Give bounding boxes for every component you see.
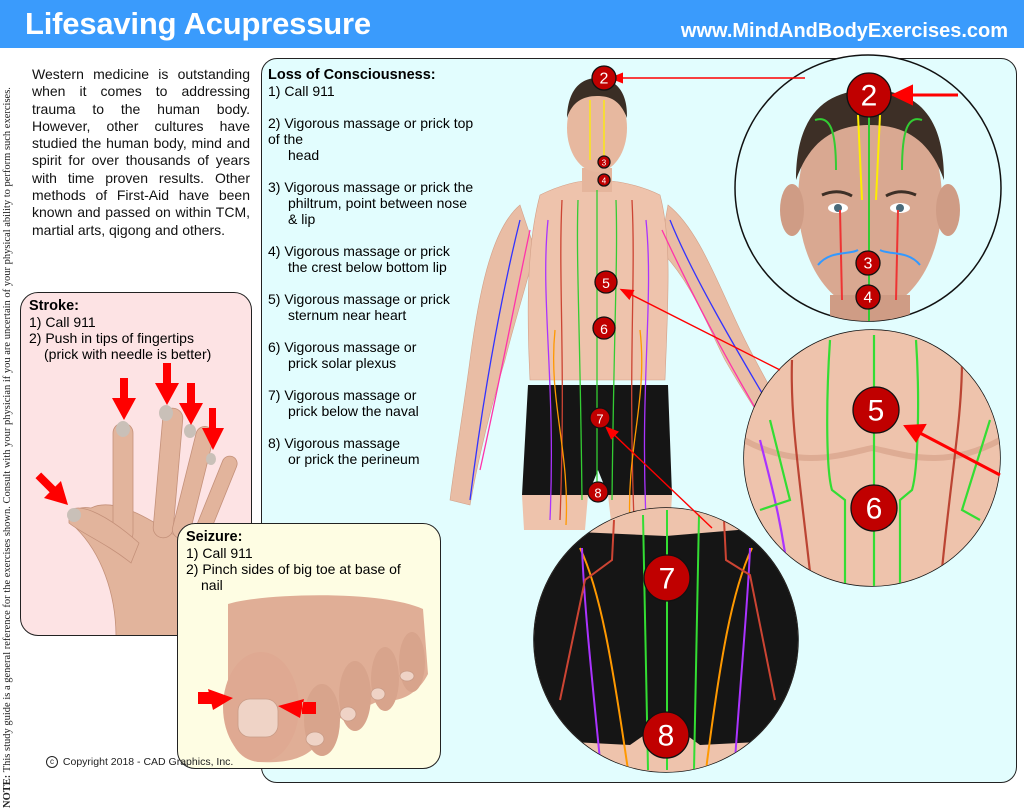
stroke-step-2: 2) Push in tips of fingertips xyxy=(29,330,194,346)
point-circle xyxy=(589,407,611,429)
seizure-step-2-cont: nail xyxy=(201,577,223,593)
arrow-thumb xyxy=(35,472,69,506)
point-label: 2 xyxy=(861,80,878,113)
point-label: 6 xyxy=(866,493,883,526)
seizure-step-2: 2) Pinch sides of big toe at base of xyxy=(186,561,401,577)
loss-of-consciousness-instructions: Loss of Consciousness: 1) Call 911 2) Vi… xyxy=(268,67,508,467)
point-circle xyxy=(643,554,691,602)
leader-lines xyxy=(604,72,805,529)
loc-step-5: 5) Vigorous massage or prick sternum nea… xyxy=(268,291,450,323)
point-marker-6-chest-zoom: 6 xyxy=(850,484,898,532)
point-circle xyxy=(597,155,611,169)
header-banner: Lifesaving Acupressure www.MindAndBodyEx… xyxy=(0,0,1024,48)
acupressure-illustration: 2 3 4 5 6 7 8 2 3 4 5 6 7 8 xyxy=(449,54,1002,773)
arrow-toe-right xyxy=(278,699,316,718)
stroke-panel: Stroke: 1) Call 911 2) Push in tips of f… xyxy=(20,292,252,636)
foot-illustration xyxy=(198,595,428,763)
loc-step-2: 2) Vigorous massage or prick top of the … xyxy=(268,115,474,163)
point-label: 2 xyxy=(600,71,609,88)
point-circle xyxy=(852,386,900,434)
point-circle xyxy=(594,270,618,294)
point-circle xyxy=(591,65,617,91)
point-marker-3-head-zoom: 3 xyxy=(855,250,881,276)
point-marker-4-head-zoom: 4 xyxy=(855,284,881,310)
loc-step-3: 3) Vigorous massage or prick the philtru… xyxy=(268,179,474,227)
loc-heading: Loss of Consciousness: xyxy=(268,67,436,83)
point-label: 7 xyxy=(596,412,603,427)
point-circle xyxy=(846,72,892,118)
leader-line-7 xyxy=(604,426,713,529)
pelvis-zoom-circle xyxy=(533,507,799,773)
point-marker-8-body: 8 xyxy=(587,481,609,503)
page-title: Lifesaving Acupressure xyxy=(25,6,371,41)
head-zoom-circle xyxy=(734,54,1002,322)
intro-paragraph: Western medicine is outstanding when it … xyxy=(32,66,250,238)
copyright-icon: c xyxy=(46,756,58,769)
arrow-toe-left xyxy=(198,689,233,710)
website-url[interactable]: www.MindAndBodyExercises.com xyxy=(680,20,1008,42)
point-label: 3 xyxy=(864,256,873,273)
acupressure-points: 2 3 4 5 6 7 8 2 3 4 5 6 7 8 xyxy=(587,65,900,759)
seizure-step-1: 1) Call 911 xyxy=(186,545,253,561)
loc-step-8: 8) Vigorous massage or prick the perineu… xyxy=(268,435,420,467)
hand-illustration xyxy=(35,363,238,635)
stroke-step-2-note: (prick with needle is better) xyxy=(44,346,212,362)
point-marker-3-body: 3 xyxy=(597,155,611,169)
point-marker-5-body: 5 xyxy=(594,270,618,294)
arrow-ring-finger xyxy=(179,383,203,425)
stroke-instructions: Stroke: 1) Call 911 2) Push in tips of f… xyxy=(29,298,211,362)
copyright-notice: c Copyright 2018 - CAD Graphics, Inc. xyxy=(46,756,234,769)
point-circle xyxy=(587,481,609,503)
arrow-chest-zoom-5 xyxy=(917,430,1001,477)
point-label: 8 xyxy=(594,486,601,501)
arrow-middle-finger xyxy=(155,363,179,405)
point-circle xyxy=(597,173,611,187)
loc-step-4: 4) Vigorous massage or prick the crest b… xyxy=(268,243,450,275)
stroke-step-1: 1) Call 911 xyxy=(29,314,96,330)
point-circle xyxy=(642,711,690,759)
point-marker-2-head-zoom: 2 xyxy=(846,72,892,118)
point-label: 5 xyxy=(868,395,885,428)
point-marker-8-pelvis-zoom: 8 xyxy=(642,711,690,759)
point-marker-2-body: 2 xyxy=(591,65,617,91)
point-circle xyxy=(850,484,898,532)
point-circle xyxy=(855,284,881,310)
point-label: 8 xyxy=(658,720,675,753)
point-circle xyxy=(592,316,616,340)
point-label: 5 xyxy=(602,275,610,291)
arrow-little-finger xyxy=(202,408,224,450)
copyright-text: Copyright 2018 - CAD Graphics, Inc. xyxy=(62,756,234,768)
point-marker-5-chest-zoom: 5 xyxy=(852,386,900,434)
arrow-index-finger xyxy=(112,378,136,420)
loc-step-6: 6) Vigorous massage or prick solar plexu… xyxy=(268,339,417,371)
point-label: 7 xyxy=(659,563,676,596)
seizure-heading: Seizure: xyxy=(186,529,243,545)
chest-zoom-circle xyxy=(743,329,1001,587)
point-marker-7-body: 7 xyxy=(589,407,611,429)
point-label: 4 xyxy=(864,290,873,307)
seizure-instructions: Seizure: 1) Call 911 2) Pinch sides of b… xyxy=(186,529,401,593)
point-circle xyxy=(855,250,881,276)
seizure-panel: Seizure: 1) Call 911 2) Pinch sides of b… xyxy=(177,523,441,769)
point-marker-6-body: 6 xyxy=(592,316,616,340)
loc-step-1: 1) Call 911 xyxy=(268,83,335,99)
point-marker-7-pelvis-zoom: 7 xyxy=(643,554,691,602)
loc-step-7: 7) Vigorous massage or prick below the n… xyxy=(268,387,419,419)
point-marker-4-body: 4 xyxy=(597,173,611,187)
point-label: 4 xyxy=(602,177,607,186)
point-label: 3 xyxy=(602,159,607,168)
stroke-heading: Stroke: xyxy=(29,298,79,314)
leader-line-5 xyxy=(619,288,781,371)
point-label: 6 xyxy=(600,321,608,337)
